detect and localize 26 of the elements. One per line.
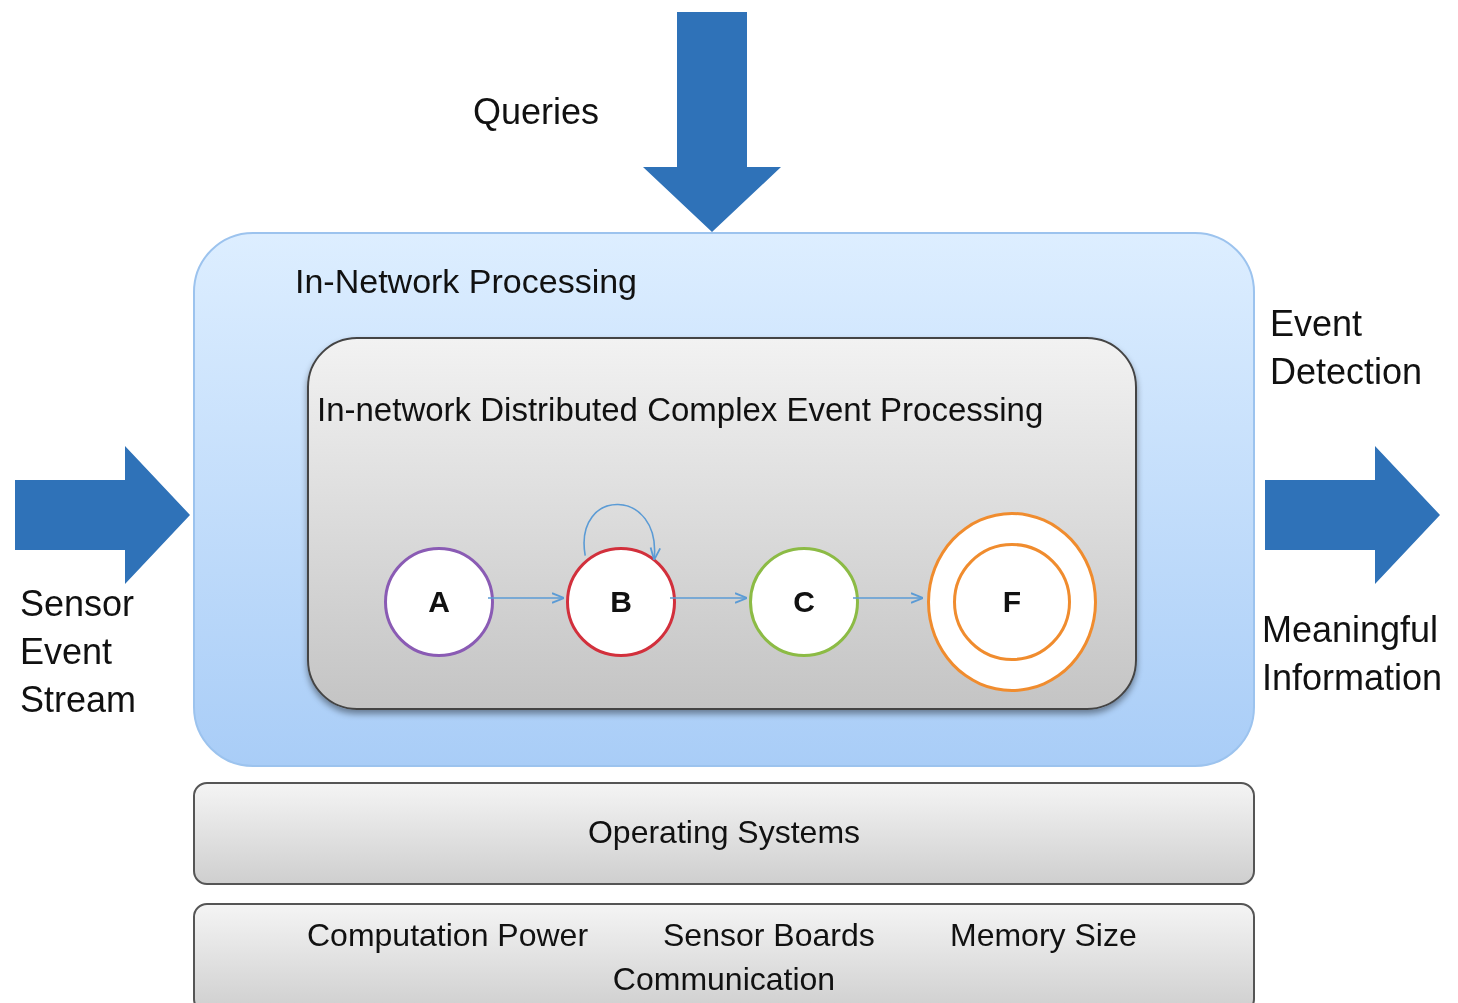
edge-label: Sensor Event Stream	[20, 582, 138, 722]
state-label: F	[1002, 585, 1022, 619]
layer-bar	[193, 903, 1255, 1003]
edge-label: Event Detection	[1270, 302, 1424, 394]
box-title: In-network Distributed Complex Event Processing	[317, 391, 1044, 429]
arrow	[852, 592, 924, 604]
state-label: C	[793, 585, 815, 619]
arrow	[669, 592, 748, 604]
layer-label: Computation Power	[307, 917, 589, 954]
state-label: A	[428, 585, 450, 619]
layer-label: Sensor Boards	[663, 917, 875, 954]
box-title: In-Network Processing	[295, 262, 637, 301]
block-arrow	[643, 12, 781, 232]
layer-label: Communication	[611, 961, 837, 998]
processing-box	[307, 337, 1137, 710]
layer-label: Operating Systems	[586, 814, 862, 851]
block-arrow	[1265, 446, 1440, 584]
edge-label: Queries	[473, 90, 600, 134]
layer-bar	[193, 782, 1255, 885]
state-label: B	[610, 585, 632, 619]
arrow	[487, 592, 565, 604]
block-arrow	[15, 446, 190, 584]
note-text: Meaningful Information	[1262, 608, 1444, 700]
layer-label: Memory Size	[950, 917, 1137, 954]
processing-panel	[193, 232, 1255, 767]
loop-arrow	[583, 503, 660, 561]
